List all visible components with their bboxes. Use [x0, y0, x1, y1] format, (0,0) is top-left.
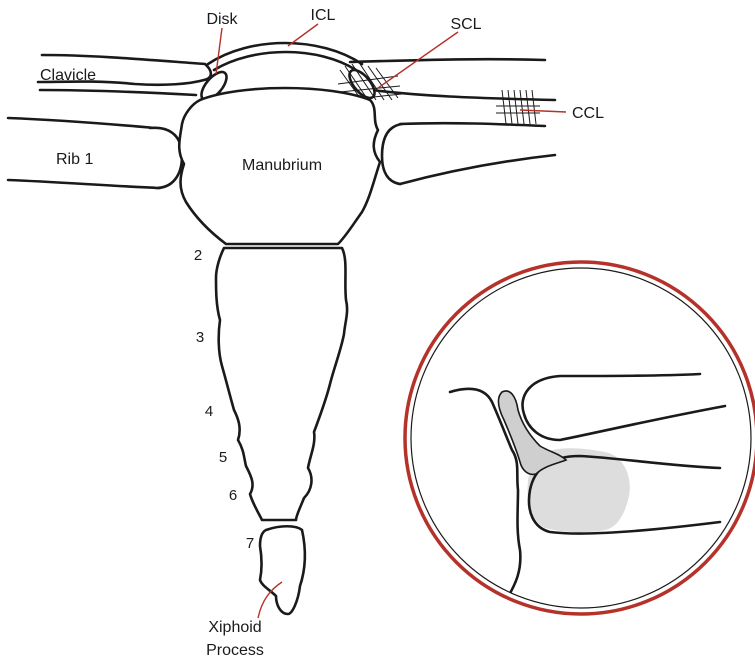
- label-xiphoid-line2: Process: [206, 642, 264, 659]
- label-icl: ICL: [311, 7, 336, 24]
- label-ccl: CCL: [572, 105, 604, 122]
- right-rib1-end: [382, 124, 402, 184]
- left-rib1-upper-edge: [8, 118, 155, 128]
- sternal-body: [216, 248, 347, 520]
- label-scl: SCL: [450, 16, 481, 33]
- label-manubrium: Manubrium: [242, 157, 322, 174]
- ccl-ligament-hatch: [496, 90, 540, 124]
- right-clavicle-upper-edge: [350, 59, 545, 62]
- label-disk: Disk: [206, 11, 238, 28]
- segment-number-6: 6: [229, 487, 237, 504]
- left-rib1-lower-edge: [8, 180, 160, 188]
- label-clavicle: Clavicle: [40, 67, 96, 84]
- label-xiphoid-line1: Xiphoid: [208, 619, 261, 636]
- segment-number-4: 4: [205, 403, 213, 420]
- xiphoid-process: [260, 526, 305, 614]
- segment-number-3: 3: [196, 329, 204, 346]
- left-clavicle-lower-edge: [40, 90, 196, 95]
- ccl-leader: [520, 110, 566, 112]
- label-rib1: Rib 1: [56, 151, 93, 168]
- icl-arch-inner: [214, 52, 356, 70]
- right-rib1-lower-edge: [400, 155, 555, 184]
- left-rib1-end: [150, 128, 182, 188]
- right-rib1-upper-edge: [400, 123, 545, 126]
- segment-number-2: 2: [194, 247, 202, 264]
- inset-magnification: [405, 262, 755, 614]
- segment-number-5: 5: [219, 449, 227, 466]
- inset-ring: [405, 262, 755, 614]
- segment-number-7: 7: [246, 535, 254, 552]
